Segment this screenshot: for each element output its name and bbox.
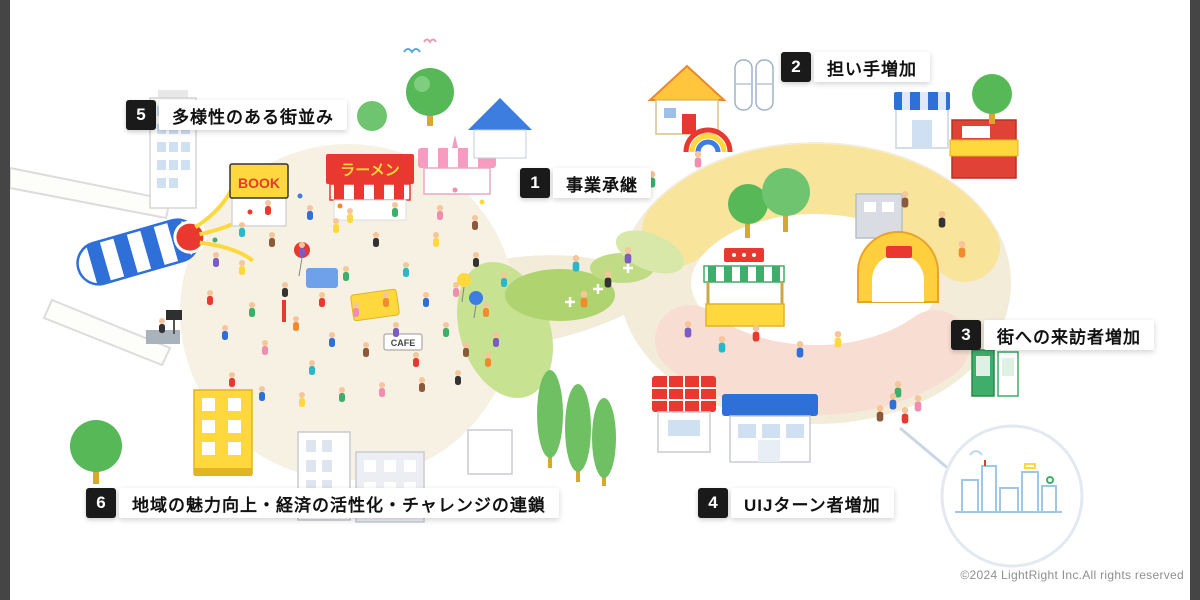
trees-ring: [728, 168, 810, 238]
crowd: [159, 151, 966, 424]
ramen-shop: ラーメン: [326, 154, 414, 221]
copyright: ©2024 LightRight Inc.All rights reserved: [960, 568, 1184, 582]
red-roof-stall: [652, 376, 716, 453]
camera-crew: [146, 310, 182, 344]
label-1-text: 事業承継: [553, 168, 651, 198]
book-shop: BOOK: [229, 163, 289, 227]
label-2-number: 2: [781, 52, 811, 82]
yellow-house: [647, 64, 727, 135]
road-left: [9, 166, 172, 367]
book-sign-text: BOOK: [238, 175, 280, 191]
cafe-sign-text: CAFE: [391, 338, 416, 348]
right-edge-bar: [1190, 0, 1200, 600]
striped-tube: [76, 181, 255, 286]
label-4-number: 4: [698, 488, 728, 518]
label-5-text: 多様性のある街並み: [159, 100, 347, 130]
tree-top-right: [972, 74, 1012, 124]
label-regional-chain: 6 地域の魅力向上・経済の活性化・チャレンジの連鎖: [86, 488, 559, 518]
green-stall: [703, 248, 785, 327]
label-business-succession: 1 事業承継: [520, 168, 651, 198]
ramen-sign-text: ラーメン: [340, 162, 399, 179]
vending-machines: [971, 349, 1019, 397]
label-2-text: 担い手増加: [814, 52, 930, 82]
tunnel: [857, 231, 939, 303]
label-6-text: 地域の魅力向上・経済の活性化・チャレンジの連鎖: [119, 488, 559, 518]
red-yellow-shop: [949, 119, 1019, 179]
label-bearers-increase: 2 担い手増加: [781, 52, 930, 82]
blue-shop: [894, 92, 950, 149]
skyline-sketch: [955, 450, 1062, 513]
confetti: [212, 187, 485, 243]
gray-shed: [855, 193, 903, 239]
blue-roof-building: [722, 394, 818, 463]
blue-roof-house: [468, 98, 532, 159]
magnifier-bubble: [899, 424, 1084, 568]
birds: [403, 38, 437, 54]
trees-left: [70, 68, 616, 486]
rainbow: [683, 127, 733, 153]
label-uij-turn-increase: 4 UIJターン者増加: [698, 488, 894, 518]
label-1-number: 1: [520, 168, 550, 198]
label-3-number: 3: [951, 320, 981, 350]
yellow-building: [193, 389, 253, 476]
left-edge-bar: [0, 0, 10, 600]
sparkles: [565, 263, 633, 307]
silos: [734, 59, 774, 111]
label-6-number: 6: [86, 488, 116, 518]
label-diverse-townscape: 5 多様性のある街並み: [126, 100, 347, 130]
label-visitors-increase: 3 街への来訪者増加: [951, 320, 1154, 350]
label-5-number: 5: [126, 100, 156, 130]
label-4-text: UIJターン者増加: [731, 488, 894, 518]
label-3-text: 街への来訪者増加: [984, 320, 1154, 350]
